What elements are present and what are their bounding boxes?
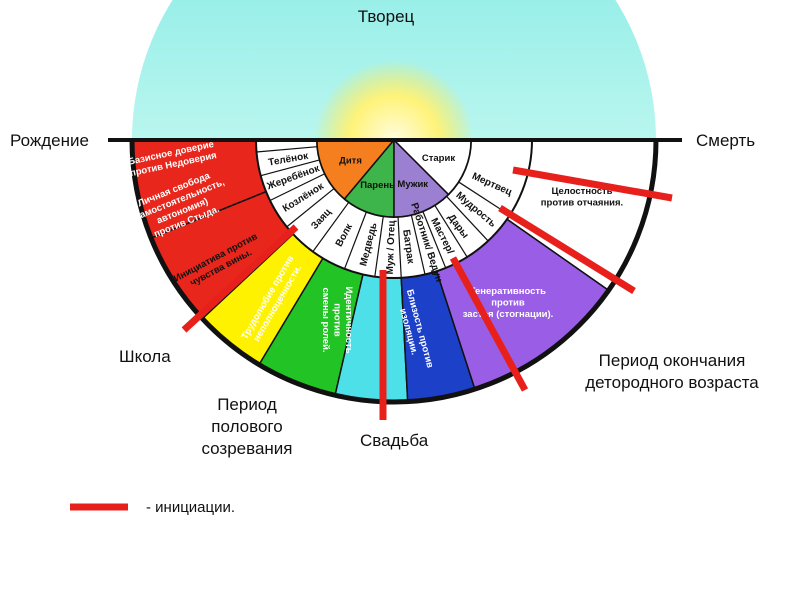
creator-label: Творец xyxy=(358,7,415,26)
ring-divider xyxy=(343,211,367,270)
birth-label: Рождение xyxy=(10,131,89,150)
ring-divider xyxy=(374,216,384,277)
stage-label-line: застоя (стогнации). xyxy=(463,309,554,320)
svg-text:Школа: Школа xyxy=(119,347,171,366)
inner-sector-3 xyxy=(393,138,450,218)
stage-label-line: смены ролей. xyxy=(320,287,331,352)
ring-divider xyxy=(422,211,447,269)
initiation-marks xyxy=(181,166,673,420)
stage-label-line: Целостность xyxy=(551,186,612,197)
outer-label-wedding: Свадьба xyxy=(360,431,429,450)
ring-divider xyxy=(410,214,426,275)
stage-label-line: Идентичность xyxy=(343,286,354,353)
ring-divider xyxy=(434,204,468,258)
initiation-bar xyxy=(498,205,636,294)
ring-divider xyxy=(269,173,326,202)
initiation-bar xyxy=(512,166,673,202)
svg-text:созревания: созревания xyxy=(201,439,292,458)
stage-sectors xyxy=(131,139,657,403)
ring-divider xyxy=(256,146,318,153)
inner-sectors xyxy=(316,137,472,218)
inner-label: Старик xyxy=(422,153,455,164)
svg-text:Свадьба: Свадьба xyxy=(360,431,429,450)
outer-label-puberty: Период полового созревания xyxy=(201,395,292,458)
initiation-bar xyxy=(181,224,299,333)
ring-divider xyxy=(312,201,350,252)
inner-label: Дитя xyxy=(339,155,362,166)
inner-label: Мужик xyxy=(397,179,428,190)
stage-label-line: против отчаяния. xyxy=(541,197,623,208)
svg-text:детородного возраста: детородного возраста xyxy=(585,373,759,392)
stage-label-line: Генеративность xyxy=(470,286,546,297)
initiation-bar xyxy=(449,256,529,392)
svg-text:Период окончания: Период окончания xyxy=(599,351,746,370)
ring-label: Батрак xyxy=(400,229,416,266)
stage-label-line: против xyxy=(332,303,343,337)
inner-label: Парень xyxy=(360,180,395,191)
ring-divider xyxy=(260,159,320,177)
inner-sector-1 xyxy=(316,139,396,201)
svg-text:Период: Период xyxy=(217,395,277,414)
ring-divider xyxy=(397,216,402,278)
stage-label-line: против xyxy=(491,298,525,309)
outer-border xyxy=(129,139,659,405)
svg-text:полового: полового xyxy=(211,417,282,436)
death-label: Смерть xyxy=(696,131,755,150)
ring-divider xyxy=(446,195,489,242)
ring-divider xyxy=(286,187,335,228)
legend-text: - инициации. xyxy=(146,499,235,516)
ring-label: Муж / Отец xyxy=(385,220,398,275)
outer-label-end-fertile: Период окончания детородного возраста xyxy=(585,351,759,392)
outer-label-school: Школа xyxy=(119,347,171,366)
